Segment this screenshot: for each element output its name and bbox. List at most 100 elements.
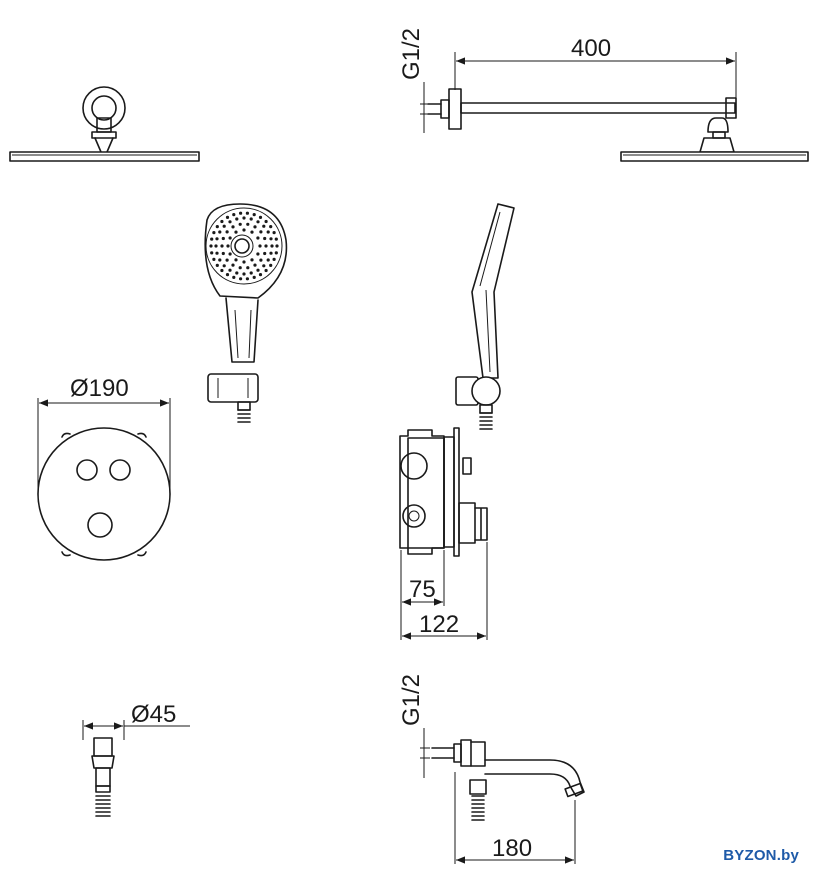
hand-shower-side-view bbox=[455, 203, 515, 430]
spray-nozzle bbox=[242, 260, 246, 264]
spray-nozzle bbox=[220, 219, 224, 224]
spray-nozzle bbox=[250, 230, 254, 234]
control-plate-front-view bbox=[37, 427, 171, 561]
arm-length-label: 400 bbox=[571, 35, 611, 62]
spray-nozzle bbox=[235, 217, 239, 221]
spray-nozzle bbox=[231, 263, 235, 267]
arm-thread-label: G1/2 bbox=[398, 28, 425, 80]
spray-nozzle bbox=[228, 236, 232, 240]
spray-nozzle bbox=[215, 225, 219, 229]
spray-nozzle bbox=[266, 230, 270, 234]
spray-nozzle bbox=[209, 244, 213, 248]
spray-nozzle bbox=[218, 258, 222, 262]
concealed-box-side-view bbox=[399, 427, 488, 557]
spray-nozzle bbox=[212, 231, 216, 235]
spray-nozzle bbox=[234, 258, 238, 262]
spray-nozzle bbox=[275, 244, 279, 248]
spray-nozzle bbox=[246, 266, 250, 270]
spray-nozzle bbox=[234, 230, 238, 234]
spray-nozzle bbox=[239, 211, 243, 215]
spray-nozzle bbox=[232, 213, 236, 217]
spray-nozzle bbox=[274, 251, 278, 255]
spray-nozzle bbox=[253, 225, 257, 229]
spray-nozzle bbox=[225, 273, 230, 277]
spray-nozzle bbox=[249, 217, 253, 221]
spray-nozzle bbox=[228, 252, 232, 256]
spout-thread-dimension: G1/2 bbox=[398, 674, 430, 778]
spray-nozzle bbox=[272, 231, 276, 235]
spray-nozzle bbox=[256, 220, 260, 224]
spray-nozzle bbox=[232, 275, 236, 279]
spray-nozzle bbox=[242, 272, 246, 276]
spray-nozzle bbox=[245, 277, 249, 281]
spray-nozzle bbox=[269, 251, 273, 255]
spray-nozzle bbox=[256, 236, 260, 240]
plate-diameter-label: Ø190 bbox=[70, 375, 129, 402]
spray-nozzle bbox=[270, 244, 274, 248]
spray-nozzle bbox=[258, 244, 262, 248]
spray-nozzle bbox=[258, 273, 263, 277]
bath-spout-side-view bbox=[431, 739, 585, 821]
spray-nozzle bbox=[245, 211, 249, 215]
spray-nozzle bbox=[242, 216, 246, 220]
spray-nozzle bbox=[222, 224, 226, 228]
spout-thread-label: G1/2 bbox=[398, 674, 425, 726]
spray-nozzle bbox=[263, 236, 267, 241]
spray-nozzle bbox=[262, 224, 266, 228]
spray-nozzle bbox=[215, 251, 219, 255]
spray-nozzle bbox=[218, 230, 222, 234]
box-depth-total-label: 122 bbox=[419, 611, 459, 638]
spray-nozzle bbox=[258, 215, 263, 219]
holder-diameter-dimension: Ø45 bbox=[82, 701, 190, 740]
spray-nozzle bbox=[221, 251, 225, 256]
spray-nozzle bbox=[226, 244, 230, 248]
spray-nozzle bbox=[272, 257, 276, 261]
spray-nozzle bbox=[252, 275, 256, 279]
arm-length-dimension: 400 bbox=[454, 35, 737, 98]
spray-nozzle bbox=[250, 258, 254, 262]
spray-nozzle bbox=[231, 225, 235, 229]
overhead-shower-front-view bbox=[9, 86, 200, 162]
spray-nozzle bbox=[249, 271, 253, 275]
spray-nozzle bbox=[264, 268, 268, 273]
box-depth-dimension: 75 122 bbox=[400, 542, 488, 640]
spray-nozzle bbox=[215, 263, 219, 267]
spray-nozzle bbox=[253, 263, 257, 267]
holder-diameter-label: Ø45 bbox=[131, 701, 176, 728]
spray-nozzle bbox=[242, 228, 246, 232]
spray-nozzle bbox=[266, 258, 270, 262]
spray-nozzle bbox=[210, 237, 214, 241]
hand-shower-front-view bbox=[204, 203, 288, 423]
spray-nozzle bbox=[221, 236, 225, 241]
watermark-logo: BYZON.by bbox=[723, 847, 799, 864]
spray-nozzle bbox=[228, 268, 232, 272]
spray-nozzle bbox=[262, 264, 266, 268]
spray-nozzle bbox=[264, 244, 268, 248]
spray-nozzle bbox=[222, 264, 226, 268]
spray-nozzle bbox=[215, 237, 219, 241]
spray-nozzle bbox=[256, 252, 260, 256]
spray-nozzle bbox=[228, 220, 232, 224]
spray-nozzle bbox=[220, 268, 224, 273]
spray-nozzle bbox=[269, 237, 273, 241]
spray-nozzle bbox=[246, 222, 250, 226]
spray-nozzle bbox=[259, 230, 263, 234]
spray-nozzle bbox=[269, 225, 273, 229]
spray-nozzle bbox=[269, 263, 273, 267]
spray-nozzle bbox=[214, 244, 218, 248]
spray-nozzle bbox=[263, 251, 267, 256]
box-depth-inner-label: 75 bbox=[409, 576, 436, 603]
spout-length-label: 180 bbox=[492, 835, 532, 862]
spray-nozzle bbox=[264, 219, 268, 224]
spout-length-dimension: 180 bbox=[454, 772, 576, 864]
overhead-shower-side-view bbox=[427, 88, 809, 162]
spray-nozzle bbox=[235, 271, 239, 275]
plate-diameter-dimension: Ø190 bbox=[37, 375, 171, 494]
arm-thread-dimension: G1/2 bbox=[398, 28, 430, 133]
spray-nozzle bbox=[225, 230, 229, 234]
spray-nozzle bbox=[212, 257, 216, 261]
spray-nozzle bbox=[256, 268, 260, 272]
spray-nozzles bbox=[209, 211, 279, 281]
wall-outlet-side-view bbox=[91, 737, 115, 817]
